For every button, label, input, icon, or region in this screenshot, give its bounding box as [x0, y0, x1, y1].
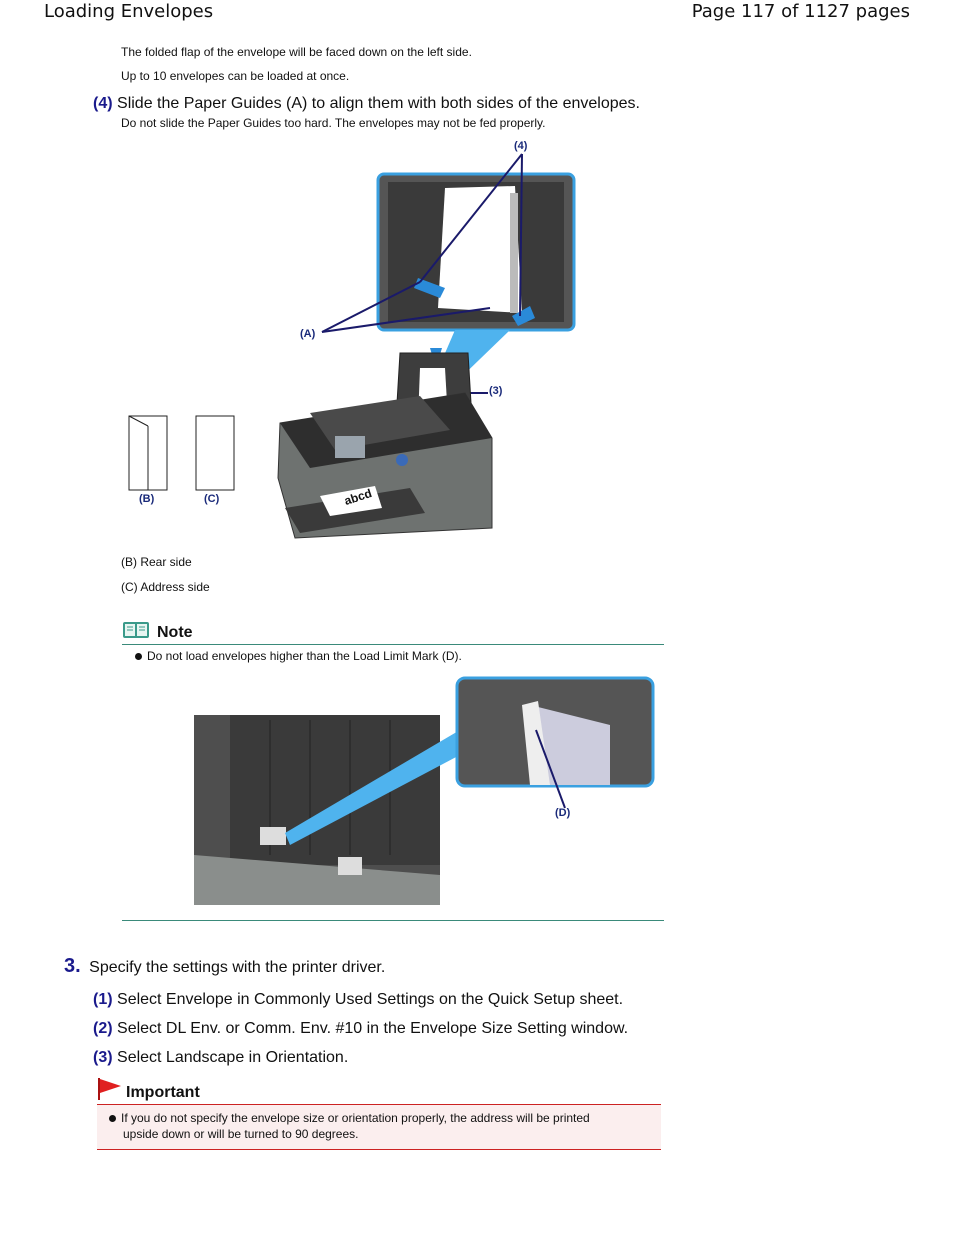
label-a: (A) — [300, 328, 316, 340]
step-4-detail: Do not slide the Paper Guides too hard. … — [121, 116, 546, 130]
step-3-sub-2: (2) Select DL Env. or Comm. Env. #10 in … — [93, 1020, 628, 1038]
note-icon — [122, 620, 150, 640]
sub-1-text: Select Envelope in Commonly Used Setting… — [117, 991, 624, 1008]
label-b: (B) — [139, 493, 155, 505]
load-limit-illustration — [194, 676, 655, 905]
page-title: Loading Envelopes — [44, 1, 214, 22]
printer-illustration — [128, 153, 576, 539]
important-line-2: upside down or will be turned to 90 degr… — [123, 1127, 359, 1141]
note-item-text: Do not load envelopes higher than the Lo… — [147, 649, 462, 663]
step-3-number: 3. — [64, 955, 81, 977]
intro-line-2: Up to 10 envelopes can be loaded at once… — [121, 69, 350, 83]
important-box: If you do not specify the envelope size … — [97, 1104, 661, 1150]
sub-2-number: (2) — [93, 1020, 113, 1037]
important-text-1: If you do not specify the envelope size … — [121, 1111, 590, 1125]
important-icon — [97, 1077, 123, 1101]
step-4-heading: (4) Slide the Paper Guides (A) to align … — [93, 95, 640, 113]
label-d: (D) — [555, 807, 571, 819]
note-top-rule — [122, 644, 664, 645]
step-3-sub-1: (1) Select Envelope in Commonly Used Set… — [93, 991, 623, 1009]
note-title: Note — [157, 624, 193, 641]
sub-1-number: (1) — [93, 991, 113, 1008]
step-3-sub-3: (3) Select Landscape in Orientation. — [93, 1049, 348, 1067]
step-3-text: Specify the settings with the printer dr… — [89, 959, 386, 976]
step-4-text: Slide the Paper Guides (A) to align them… — [117, 95, 640, 112]
label-3: (3) — [489, 385, 503, 397]
caption-b: (B) Rear side — [121, 555, 192, 569]
step-3-heading: 3. Specify the settings with the printer… — [64, 955, 385, 978]
red-flag-icon — [98, 1078, 121, 1100]
sub-2-text: Select DL Env. or Comm. Env. #10 in the … — [117, 1020, 629, 1037]
label-c: (C) — [204, 493, 220, 505]
bullet-icon — [135, 653, 142, 661]
important-title: Important — [126, 1084, 200, 1101]
label-4: (4) — [514, 140, 528, 152]
bullet-icon — [109, 1115, 116, 1123]
sub-3-number: (3) — [93, 1049, 113, 1066]
step-4-number: (4) — [93, 95, 113, 112]
printer-figure: (4) (A) (3) (B) (C) abcd — [120, 138, 590, 548]
load-limit-figure: (D) — [190, 675, 660, 907]
note-item: Do not load envelopes higher than the Lo… — [135, 649, 462, 663]
intro-line-1: The folded flap of the envelope will be … — [121, 45, 472, 59]
note-bottom-rule — [122, 920, 664, 921]
page-counter: Page 117 of 1127 pages — [691, 1, 910, 22]
important-line-1: If you do not specify the envelope size … — [109, 1111, 590, 1125]
caption-c: (C) Address side — [121, 580, 210, 594]
sub-3-text: Select Landscape in Orientation. — [117, 1049, 349, 1066]
book-icon — [123, 622, 149, 638]
